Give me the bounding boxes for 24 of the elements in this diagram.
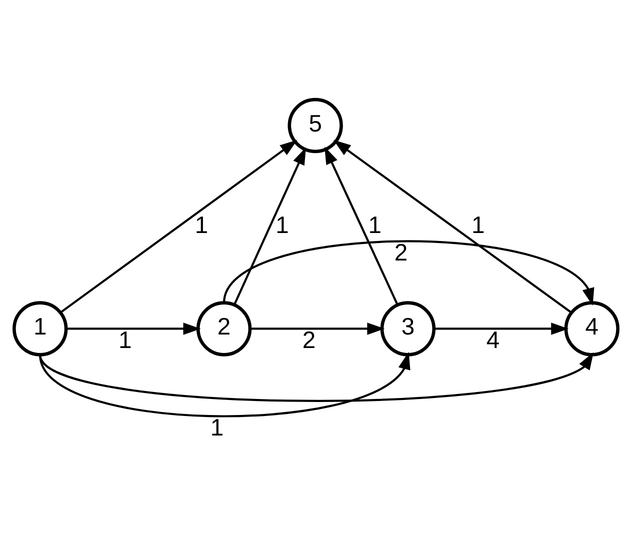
arrow <box>234 146 306 304</box>
node-circle: 2 <box>196 300 252 356</box>
arrow <box>223 240 594 306</box>
node-circle: 3 <box>380 300 436 356</box>
arrow <box>324 146 398 304</box>
edge-label: 2 <box>394 238 408 266</box>
arrow <box>39 351 410 417</box>
node-circle: 5 <box>288 97 343 153</box>
edge-label: 1 <box>210 414 224 441</box>
edge-label: 2 <box>302 326 316 354</box>
edge-label: 1 <box>194 211 208 238</box>
edge-label: 1 <box>118 326 132 354</box>
arrow <box>60 139 298 313</box>
edge-label: 4 <box>486 326 500 354</box>
arrow <box>333 139 572 313</box>
arrow <box>434 322 569 334</box>
edge-label: 1 <box>471 211 485 238</box>
edge-label: 1 <box>368 211 382 238</box>
arrow <box>66 322 201 334</box>
node-circle: 1 <box>12 300 68 356</box>
arrow <box>250 322 385 334</box>
edge-label: 1 <box>276 211 289 238</box>
arrow <box>39 352 594 402</box>
node-circle: 4 <box>564 300 620 356</box>
